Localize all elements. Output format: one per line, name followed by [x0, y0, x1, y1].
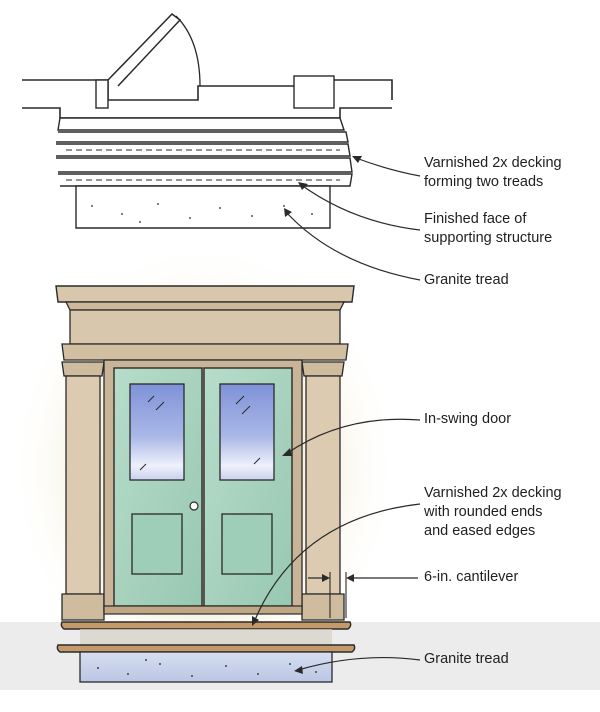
callout-decking-top: Varnished 2x decking forming two treads	[424, 154, 562, 192]
cornice-mid	[64, 301, 346, 311]
callout-finished-face: Finished face of supporting structure	[424, 210, 552, 248]
callout-granite-tread-bottom: Granite tread	[424, 650, 509, 669]
arrowhead-decking-top	[352, 156, 362, 163]
callout-line: In-swing door	[424, 411, 512, 427]
arrowhead-granite-top	[284, 208, 292, 217]
callout-line: Finished face of	[424, 211, 527, 227]
door-panel-right	[221, 513, 273, 575]
arrowhead-inswing	[282, 448, 292, 456]
frieze	[69, 309, 341, 345]
granite-speckles	[97, 659, 317, 677]
pilaster-left-shaft	[65, 375, 101, 595]
door-knob	[189, 501, 199, 511]
pilaster-right-base	[301, 593, 345, 621]
cornice-top	[55, 285, 355, 303]
callout-line: Varnished 2x decking	[424, 485, 562, 501]
leader-decking-top	[355, 157, 421, 177]
riser	[80, 629, 332, 645]
arrowhead-cantilever-left	[322, 574, 330, 582]
callout-inswing-door: In-swing door	[424, 410, 511, 429]
plan-wall	[22, 79, 393, 101]
callout-line: 6-in. cantilever	[424, 569, 519, 585]
callout-line: Granite tread	[424, 272, 509, 288]
arrowhead-decking-bottom	[252, 616, 259, 626]
plan-tread-3	[56, 143, 351, 157]
plan-wall-inner	[22, 107, 392, 119]
plan-jamb-right	[293, 75, 335, 109]
callout-line: Granite tread	[424, 651, 509, 667]
callout-line: with rounded ends	[424, 504, 543, 520]
pilaster-left-base	[61, 593, 105, 621]
plan-granite-speckles	[91, 203, 313, 223]
callout-line: and eased edges	[424, 523, 536, 539]
pilaster-left-cap	[61, 361, 105, 377]
callout-line: Varnished 2x decking	[424, 155, 562, 171]
plan-tread-2	[56, 131, 349, 143]
elevation-view	[0, 240, 600, 696]
plan-tread-1	[57, 117, 345, 131]
plan-tread-4	[56, 157, 353, 173]
plan-view	[22, 13, 393, 229]
door-panel-left	[131, 513, 183, 575]
leader-finished-face	[299, 183, 421, 231]
callout-line: forming two treads	[424, 174, 544, 190]
plan-jamb-left	[95, 79, 109, 109]
leader-decking-bottom	[253, 503, 421, 623]
pilaster-right-cap	[301, 361, 345, 377]
callout-line: supporting structure	[424, 230, 553, 246]
leader-inswing	[285, 418, 421, 455]
leader-granite-top	[285, 211, 421, 281]
door-glass-right	[219, 383, 275, 481]
callout-granite-tread-top: Granite tread	[424, 271, 509, 290]
plan-granite-slab	[75, 185, 331, 229]
arrowhead-granite-bottom	[294, 666, 303, 674]
leader-granite-bottom	[297, 656, 421, 671]
glass-glint-left	[139, 395, 165, 471]
arrowhead-finished-face	[298, 182, 308, 190]
callout-decking-bottom: Varnished 2x decking with rounded ends a…	[424, 484, 562, 541]
architrave	[61, 343, 349, 361]
glass-glint-right	[235, 395, 261, 465]
arrowhead-cantilever-right	[346, 574, 354, 582]
door-glass-left	[129, 383, 185, 481]
deck-tread-lower	[56, 644, 356, 653]
callout-cantilever: 6-in. cantilever	[424, 568, 518, 587]
leader-arrowheads	[252, 156, 362, 674]
threshold	[103, 605, 303, 615]
deck-tread-upper	[60, 621, 352, 630]
leader-lines	[253, 157, 421, 671]
granite-tread	[79, 651, 333, 683]
plan-door-leaf	[107, 13, 182, 87]
pilaster-right-shaft	[305, 375, 341, 595]
plan-door-swing	[175, 15, 201, 87]
